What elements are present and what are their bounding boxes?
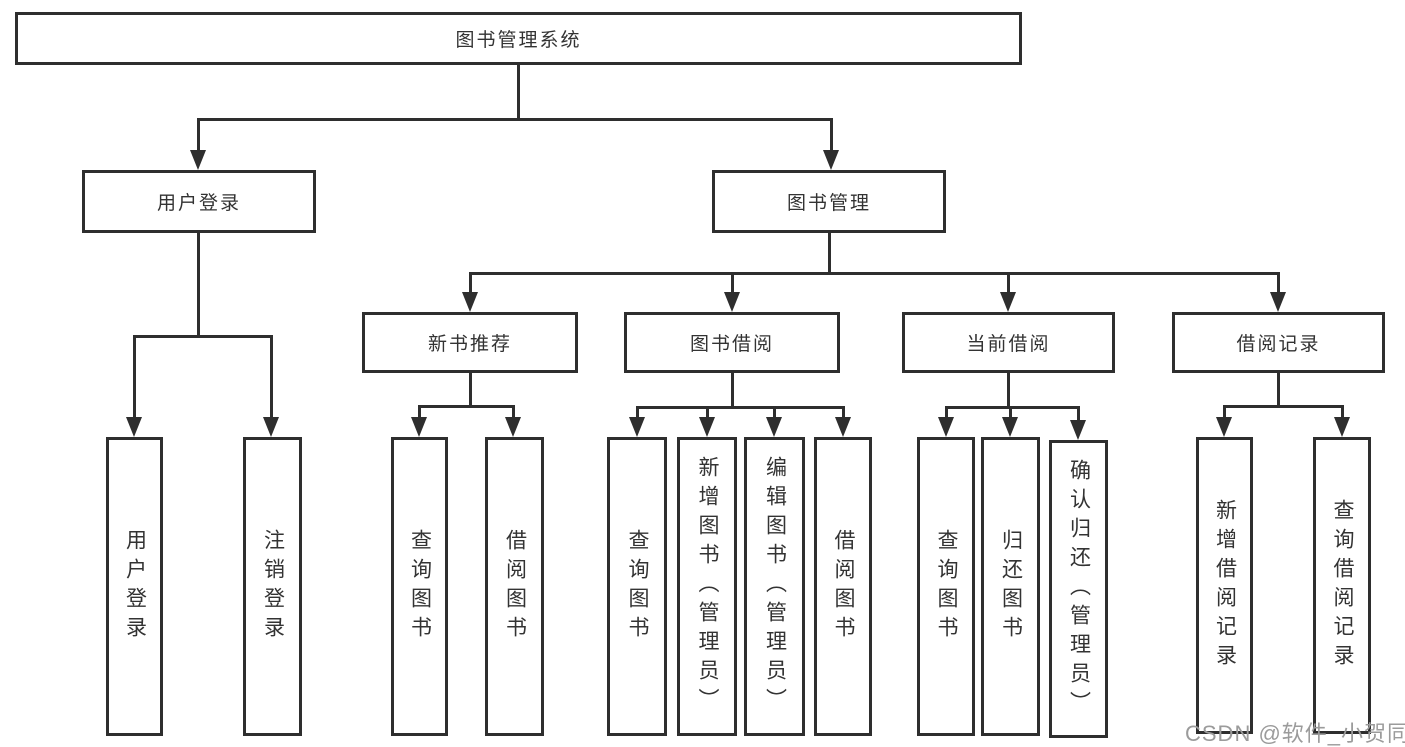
node-new-book-recommend: 新书推荐 [362,312,578,373]
leaf-user-login: 用户登录 [106,437,163,736]
arrow-down-icon [835,417,851,437]
node-label: 查询图书 [408,528,432,645]
leaf-return-books: 归还图书 [981,437,1040,736]
node-borrow-records: 借阅记录 [1172,312,1385,373]
connector-line [517,65,520,118]
node-root-system: 图书管理系统 [15,12,1022,65]
connector-line [1277,373,1280,405]
arrow-down-icon [938,417,954,437]
arrow-down-icon [1216,417,1232,437]
node-label: 注销登录 [261,528,285,645]
leaf-edit-books-admin: 编辑图书（管理员） [744,437,805,736]
arrow-down-icon [1334,417,1350,437]
arrow-down-icon [505,417,521,437]
connector-line [197,118,833,121]
leaf-query-books-recommend: 查询图书 [391,437,448,736]
connector-line [133,335,273,338]
arrow-down-icon [766,417,782,437]
leaf-query-borrow-record: 查询借阅记录 [1313,437,1371,734]
arrow-down-icon [411,417,427,437]
node-label: 当前借阅 [966,334,1051,355]
connector-line [197,118,200,152]
node-label: 归还图书 [999,528,1023,645]
arrow-down-icon [699,417,715,437]
node-label: 用户登录 [156,193,241,214]
node-label: 新增借阅记录 [1213,498,1237,673]
node-user-login: 用户登录 [82,170,316,233]
csdn-watermark: CSDN @软件_小贺同学 [1185,721,1405,746]
node-label: 借阅图书 [503,528,527,645]
node-label: 查询图书 [626,528,649,645]
connector-line [270,335,273,419]
connector-line [636,406,639,419]
node-label: 图书管理 [786,193,871,214]
node-label: 图书管理系统 [455,30,582,51]
node-label: 查询图书 [935,528,958,645]
leaf-logout: 注销登录 [243,437,302,736]
node-book-borrow: 图书借阅 [624,312,840,373]
connector-line [197,233,200,335]
node-current-borrow: 当前借阅 [902,312,1115,373]
arrow-down-icon [1000,292,1016,312]
arrow-down-icon [1002,417,1018,437]
connector-line [830,118,833,152]
arrow-down-icon [263,417,279,437]
node-label: 用户登录 [123,528,147,645]
arrow-down-icon [190,150,206,170]
node-label: 新增图书（管理员） [696,456,719,717]
node-book-manage: 图书管理 [712,170,946,233]
connector-line [469,272,1279,275]
connector-line [1341,405,1344,419]
connector-line [418,405,421,419]
arrow-down-icon [629,417,645,437]
connector-line [773,406,776,419]
connector-line [731,373,734,406]
node-label: 借阅图书 [832,528,855,645]
leaf-borrow-books: 借阅图书 [814,437,872,736]
node-label: 查询借阅记录 [1331,498,1354,673]
connector-line [1007,373,1010,406]
leaf-add-books-admin: 新增图书（管理员） [677,437,737,736]
connector-line [1009,406,1012,419]
node-label: 确认归还（管理员） [1067,458,1091,720]
connector-line [945,406,1079,409]
node-label: 图书借阅 [689,334,774,355]
leaf-add-borrow-record: 新增借阅记录 [1196,437,1253,734]
connector-line [469,373,472,405]
connector-line [842,406,845,419]
connector-line [418,405,515,408]
connector-line [636,406,844,409]
arrow-down-icon [823,150,839,170]
connector-line [469,272,472,294]
arrow-down-icon [1070,420,1086,440]
connector-line [512,405,515,419]
connector-line [1077,406,1080,422]
node-label: 新书推荐 [427,334,512,355]
node-label: 借阅记录 [1236,334,1321,355]
connector-line [133,335,136,419]
arrow-down-icon [724,292,740,312]
connector-line [706,406,709,419]
connector-line [828,233,831,272]
connector-line [945,406,948,419]
connector-line [1223,405,1343,408]
leaf-query-books-current: 查询图书 [917,437,975,736]
connector-line [1007,272,1010,294]
arrow-down-icon [126,417,142,437]
leaf-confirm-return-admin: 确认归还（管理员） [1049,440,1108,738]
connector-line [1223,405,1226,419]
connector-line [1277,272,1280,294]
arrow-down-icon [462,292,478,312]
connector-line [731,272,734,294]
node-label: 编辑图书（管理员） [763,456,787,717]
leaf-borrow-books-recommend: 借阅图书 [485,437,544,736]
arrow-down-icon [1270,292,1286,312]
leaf-query-books-borrow: 查询图书 [607,437,667,736]
